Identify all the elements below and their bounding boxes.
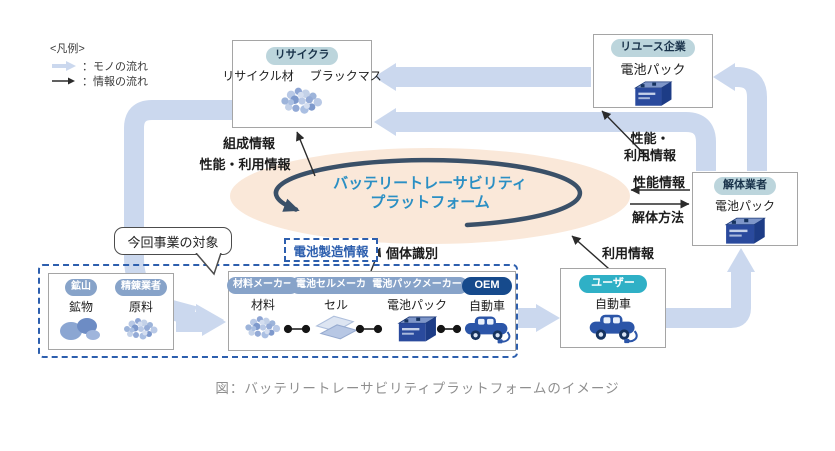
legend-material-flow-label: ：モノの流れ <box>82 60 148 73</box>
user-car-label: 自動車 <box>594 296 631 311</box>
dismantler-box: 解体業者 電池パック <box>692 172 798 246</box>
platform-loop-arrow <box>273 157 583 228</box>
oem-pill: OEM <box>462 277 512 295</box>
legend-information-flow-label: ：情報の流れ <box>82 75 148 88</box>
refiner-pill: 精錬業者 <box>115 279 167 296</box>
pack-maker-pill: 電池パックメーカー <box>366 277 468 294</box>
platform-title: バッテリートレーサビリティ プラットフォーム <box>305 174 555 212</box>
user-pill: ユーザー <box>579 275 647 293</box>
cell-maker-column: 電池セルメーカー セル <box>290 277 382 341</box>
legend-title: <凡例> <box>50 43 85 55</box>
mine-pill: 鉱山 <box>65 279 97 296</box>
battery-mfg-info-box: 電池製造情報 <box>284 238 378 262</box>
reuse-battery-pack-label: 電池パック <box>620 61 686 77</box>
recycler-items: リサイクル材 ブラックマス <box>222 65 381 84</box>
mine-column: 鉱山 鉱物 <box>53 279 109 341</box>
usage-info-label: 利用情報 <box>602 246 655 261</box>
platform-title-line1: バッテリートレーサビリティ <box>333 175 527 192</box>
material-maker-column: 材料メーカー 材料 <box>227 277 299 342</box>
information-flow-arrow-icon <box>52 77 75 84</box>
dismantler-pill: 解体業者 <box>714 177 776 195</box>
minerals-label: 鉱物 <box>68 299 93 314</box>
performance-usage-line1: 性能・ <box>630 131 670 146</box>
oem-car-label: 自動車 <box>468 298 505 313</box>
callout-tail <box>195 253 222 276</box>
flow-dismantler-to-reuse <box>727 67 767 171</box>
project-scope-callout: 今回事業の対象 <box>114 227 232 255</box>
pack-maker-column: 電池パックメーカー 電池パック <box>366 277 468 343</box>
performance-usage-line2: 利用情報 <box>623 148 676 163</box>
car-icon <box>463 314 511 345</box>
performance-info-label: 性能情報 <box>633 175 686 190</box>
platform-title-line2: プラットフォーム <box>370 194 490 211</box>
black-mass-label: ブラックマス <box>309 68 382 83</box>
info-arrow-platform-to-reuse <box>601 110 651 161</box>
material-label: 材料 <box>250 297 275 312</box>
recycled-material-label: リサイクル材 <box>222 68 294 83</box>
info-arrow-platform-to-recycler <box>296 131 316 177</box>
reuse-company-pill: リユース企業 <box>611 39 695 57</box>
performance-usage-info-label-left: 性能・利用情報 <box>199 157 291 172</box>
material-blob-icon <box>275 84 329 118</box>
flow-user-to-dismantler <box>666 272 751 328</box>
rocks-icon <box>58 315 104 341</box>
cell-sheets-icon <box>314 313 358 341</box>
project-scope-region <box>38 264 518 358</box>
individual-id-label: 個体識別 <box>386 246 439 261</box>
battery-pack-icon <box>721 214 769 245</box>
legend: <凡例> ：モノの流れ ：情報の流れ <box>50 40 148 88</box>
cell-maker-pill: 電池セルメーカー <box>290 277 382 294</box>
material-maker-pill: 材料メーカー <box>227 277 299 294</box>
composition-info-label: 組成情報 <box>222 136 275 151</box>
material-blob-icon <box>119 315 163 343</box>
pack-label: 電池パック <box>386 297 447 312</box>
material-blob-icon <box>239 313 287 342</box>
figure-caption: 図：バッテリートレーサビリティプラットフォームのイメージ <box>215 381 620 396</box>
supply-chain-box: 材料メーカー 材料 電池セルメーカー セル 電池パックメーカー 電池パック OE… <box>227 271 516 351</box>
battery-pack-icon <box>394 313 440 343</box>
performance-usage-info-label-right: 性能・ 利用情報 <box>614 130 686 164</box>
raw-material-label: 原料 <box>128 299 153 314</box>
flow-dismantler-to-recycler <box>396 112 716 171</box>
cell-label: セル <box>323 297 348 312</box>
refiner-column: 精錬業者 原料 <box>111 279 171 343</box>
battery-pack-icon <box>627 78 679 107</box>
recycler-pill: リサイクラ <box>265 47 339 65</box>
dismantler-battery-pack-label: 電池パック <box>714 198 775 213</box>
flow-arrowheads <box>196 63 755 336</box>
oem-column: OEM 自動車 <box>459 277 515 345</box>
car-icon <box>588 312 638 345</box>
dismantle-method-label: 解体方法 <box>632 210 685 225</box>
recycler-box: リサイクラ リサイクル材 ブラックマス <box>222 40 382 128</box>
material-flow-arrow-icon <box>52 60 76 71</box>
reuse-company-box: リユース企業 電池パック <box>593 34 713 108</box>
upstream-box: 鉱山 鉱物 精錬業者 原料 <box>48 273 174 350</box>
user-box: ユーザー 自動車 <box>560 268 666 348</box>
